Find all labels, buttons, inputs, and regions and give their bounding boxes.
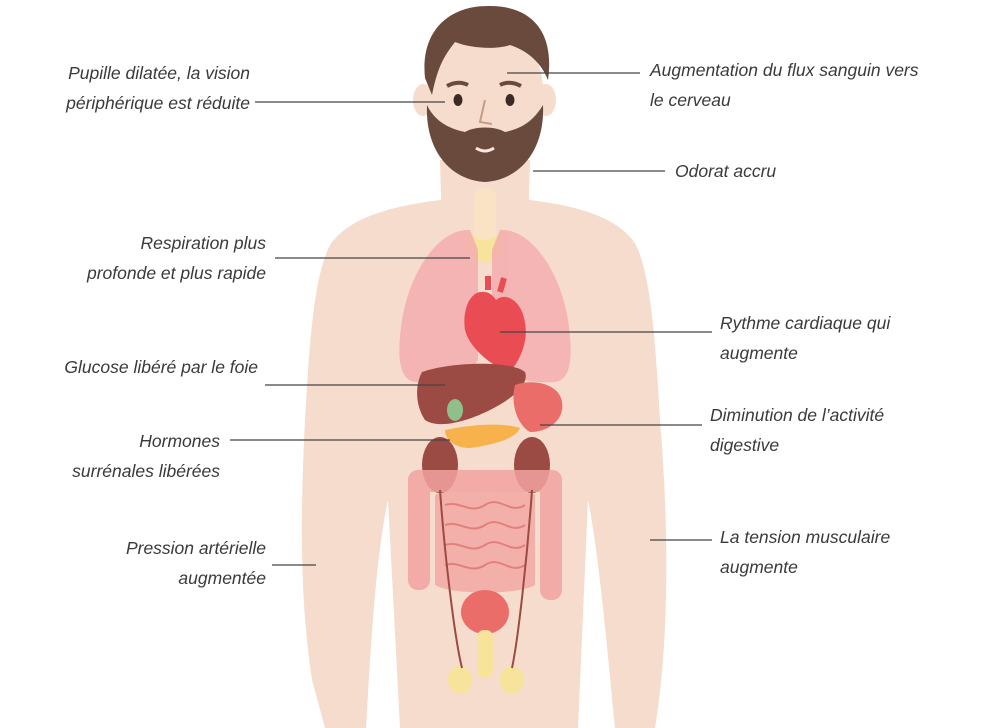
label-hormones: Hormones surrénales libérées [72, 426, 220, 486]
label-pupil: Pupille dilatée, la vision périphérique … [66, 58, 250, 118]
label-digestion: Diminution de l’activité digestive [710, 400, 884, 460]
bladder [461, 590, 509, 634]
label-muscle: La tension musculaire augmente [720, 522, 890, 582]
label-pressure: Pression artérielle augmentée [126, 533, 266, 593]
testis-left [448, 666, 472, 694]
label-blood-flow: Augmentation du flux sanguin vers le cer… [650, 55, 919, 115]
label-heart: Rythme cardiaque qui augmente [720, 308, 890, 368]
urethra [477, 630, 493, 678]
gallbladder [447, 399, 463, 421]
label-glucose: Glucose libéré par le foie [64, 352, 258, 382]
label-smell: Odorat accru [675, 156, 776, 186]
label-breathing: Respiration plus profonde et plus rapide [87, 228, 266, 288]
testis-right [500, 666, 524, 694]
